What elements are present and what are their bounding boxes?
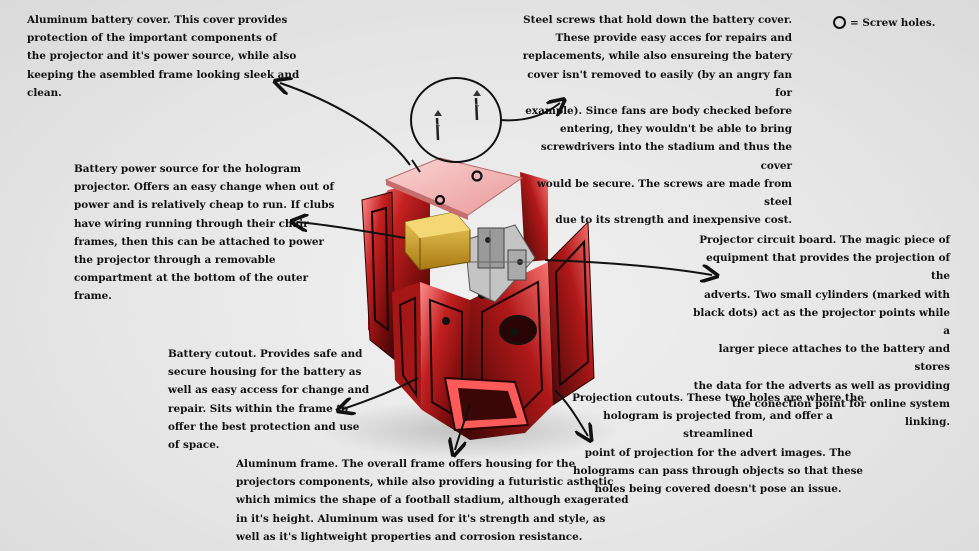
battery-cover xyxy=(384,157,524,220)
legend-label: = Screw holes. xyxy=(850,16,936,29)
projector-circuit-board xyxy=(464,224,536,303)
note-battery: Battery power source for the hologram pr… xyxy=(74,163,335,303)
note-battery-cover: Aluminum battery cover. This cover provi… xyxy=(27,14,300,99)
battery-power-source xyxy=(404,211,471,271)
note-screws: Steel screws that hold down the battery … xyxy=(522,14,792,227)
note-circuit-board: Projector circuit board. The magic piece… xyxy=(693,234,950,429)
callout-arrows xyxy=(280,83,712,450)
screw-hole-ring-icon xyxy=(833,16,846,29)
note-projection-cutouts: Projection cutouts. These two holes are … xyxy=(572,392,864,496)
note-battery-cutout: Battery cutout. Provides safe and secure… xyxy=(168,348,370,452)
battery-cutout xyxy=(499,315,537,345)
legend: = Screw holes. xyxy=(833,16,935,29)
aluminum-frame xyxy=(361,172,595,440)
screws-detail xyxy=(410,77,502,173)
note-frame: Aluminum frame. The overall frame offers… xyxy=(236,458,629,543)
